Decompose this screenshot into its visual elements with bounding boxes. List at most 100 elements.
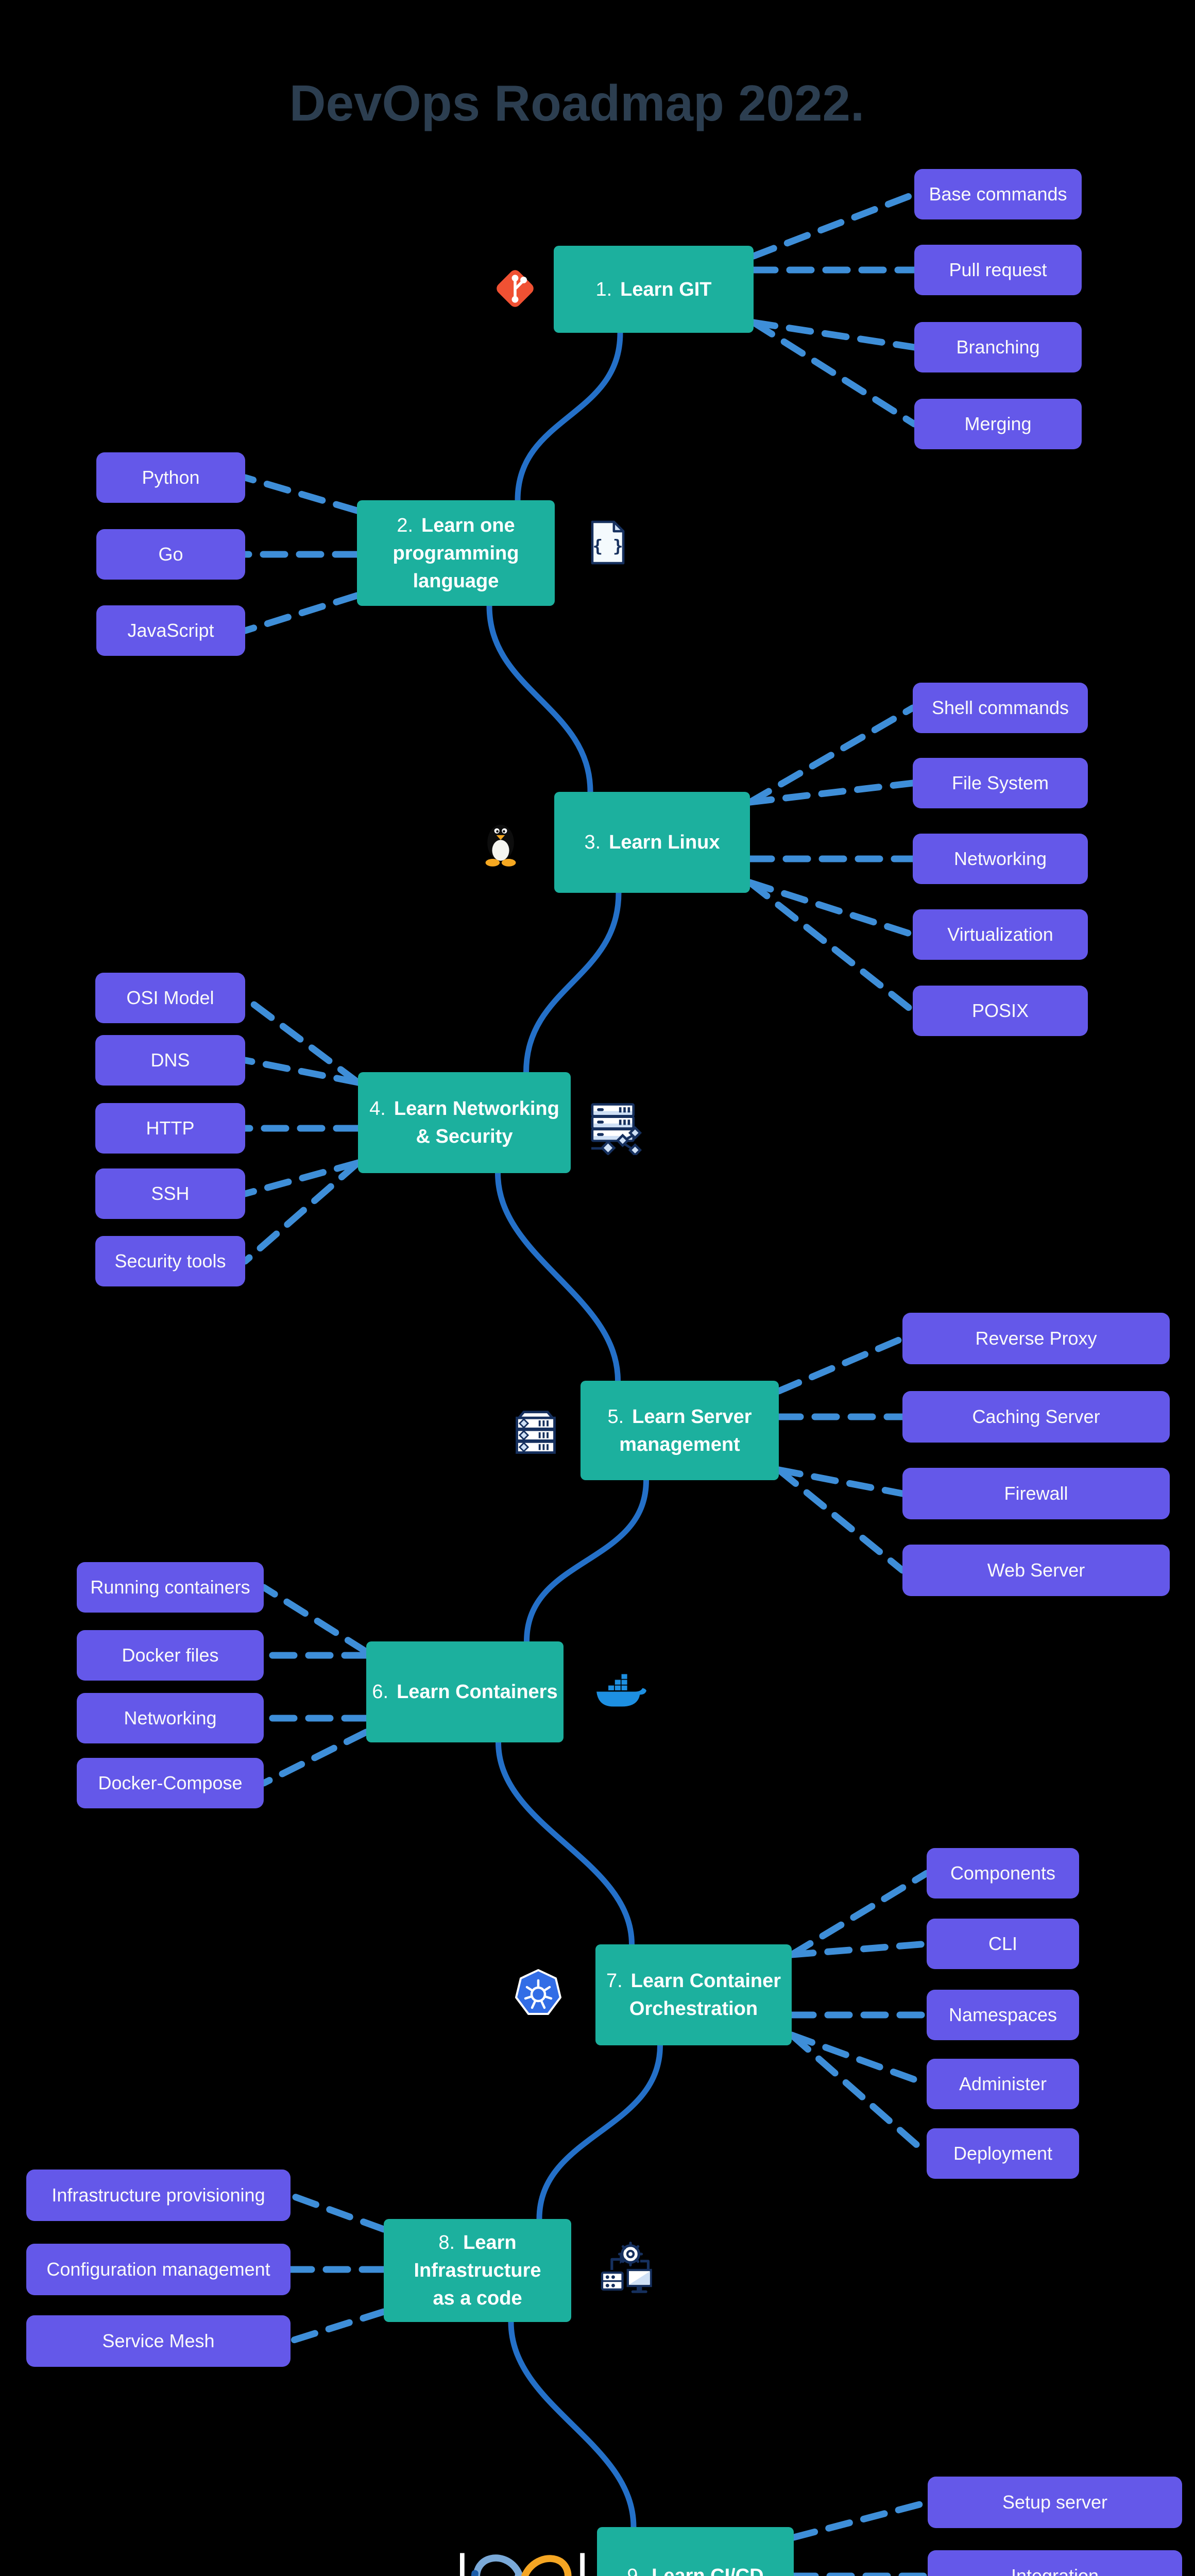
- topic-box: Running containers: [77, 1562, 264, 1613]
- server-stack-icon: [511, 1408, 560, 1458]
- step-title-line: programming: [392, 542, 519, 564]
- topic-box: Virtualization: [913, 909, 1088, 960]
- topic-connector: [242, 1057, 362, 1086]
- step-box-3: 3.Learn Linux: [554, 792, 750, 893]
- step-box-6: 6.Learn Containers: [366, 1641, 564, 1742]
- step-number: 1.: [595, 278, 612, 300]
- topic-box: Namespaces: [927, 1990, 1079, 2040]
- topic-box: Merging: [914, 399, 1082, 449]
- linux-tux-icon: [477, 815, 524, 868]
- topic-connector: [775, 1335, 906, 1395]
- flow-curve: [496, 1739, 635, 1947]
- step-title-text: Learn: [463, 2232, 517, 2253]
- step-title-text: Learn one: [421, 514, 515, 536]
- step-title-text: Learn Networking: [394, 1098, 559, 1120]
- step-number: 7.: [606, 1970, 623, 1992]
- step-title-text: Learn GIT: [620, 278, 712, 300]
- topic-connector: [260, 1584, 370, 1655]
- step-title-text: Learn Linux: [609, 832, 720, 853]
- topic-connector: [260, 1728, 370, 1787]
- topic-connector: [242, 592, 361, 634]
- flow-curve: [486, 603, 593, 795]
- step-title-text: Learn CI/CD: [652, 2565, 764, 2576]
- step-title-line: 1. Learn GIT: [595, 276, 711, 303]
- topic-connector: [788, 2031, 930, 2088]
- topic-box: Administer: [927, 2059, 1079, 2109]
- topic-box: Docker files: [77, 1630, 264, 1681]
- step-title-line: language: [413, 570, 499, 592]
- topic-connector: [242, 994, 362, 1086]
- step-title-line: 2. Learn one: [397, 512, 515, 539]
- code-file-icon: { }: [587, 518, 629, 567]
- topic-box: Branching: [914, 322, 1082, 372]
- topic-box: Go: [96, 529, 245, 580]
- topic-box: SSH: [95, 1168, 245, 1219]
- topic-box: Networking: [77, 1693, 264, 1743]
- page-title: DevOps Roadmap 2022.: [289, 74, 865, 131]
- topic-connector: [746, 879, 916, 938]
- topic-connector: [242, 1159, 362, 1265]
- topic-box: Caching Server: [902, 1391, 1170, 1443]
- topic-box: Integration: [928, 2550, 1182, 2576]
- topic-box: Firewall: [902, 1468, 1170, 1519]
- step-number: 8.: [438, 2232, 455, 2253]
- topic-box: Web Server: [902, 1545, 1170, 1596]
- step-title-line: as a code: [433, 2287, 522, 2309]
- topic-box: HTTP: [95, 1103, 245, 1154]
- flow-curve: [515, 330, 623, 503]
- topic-box: Base commands: [914, 169, 1082, 219]
- flow-curve: [536, 2042, 663, 2222]
- step-title-line: management: [619, 1433, 740, 1455]
- step-title-line: 7.Learn Container: [606, 1967, 781, 1995]
- step-title-line: Infrastructure: [414, 2260, 541, 2281]
- topic-connector: [746, 879, 916, 1014]
- topic-box: DNS: [95, 1035, 245, 1086]
- step-number: 4.: [369, 1098, 386, 1120]
- flow-curve: [508, 2319, 637, 2530]
- topic-connector: [287, 2192, 387, 2233]
- topic-box: POSIX: [913, 986, 1088, 1036]
- topic-box: Pull request: [914, 245, 1082, 295]
- topic-box: File System: [913, 758, 1088, 808]
- topic-connector: [746, 704, 916, 806]
- flow-curve: [523, 890, 622, 1075]
- topic-box: Python: [96, 452, 245, 503]
- step-title-line: 4. Learn Networking: [369, 1095, 559, 1123]
- network-server-icon: [589, 1101, 647, 1157]
- topic-connector: [788, 1940, 930, 1958]
- step-box-4: 4.Learn Networking& Security: [358, 1072, 571, 1173]
- flow-curve: [495, 1170, 621, 1384]
- topic-connector: [287, 2308, 387, 2345]
- topic-box: JavaScript: [96, 605, 245, 656]
- topic-connector: [750, 319, 918, 428]
- topic-box: Infrastructure provisioning: [26, 2170, 291, 2221]
- topic-box: Security tools: [95, 1236, 245, 1286]
- step-number: 6.: [372, 1681, 389, 1703]
- topic-box: CLI: [927, 1919, 1079, 1969]
- topic-connector: [790, 2499, 931, 2541]
- step-number: 5.: [607, 1405, 624, 1428]
- step-number: 2.: [397, 514, 414, 536]
- step-box-9: 9.Learn CI/CD: [597, 2527, 794, 2576]
- topic-connector: [750, 319, 918, 351]
- svg-text:{ }: { }: [592, 536, 623, 556]
- step-title-line: 9.Learn CI/CD: [627, 2562, 763, 2576]
- topic-box: Components: [927, 1848, 1079, 1899]
- topic-box: Shell commands: [913, 683, 1088, 733]
- topic-box: Docker-Compose: [77, 1758, 264, 1808]
- step-box-2: 2. Learn one programming language: [357, 500, 555, 606]
- topic-connector: [242, 474, 361, 514]
- step-title-line: 3.Learn Linux: [584, 828, 720, 856]
- step-title-text: Learn Server: [632, 1405, 752, 1428]
- topic-connector: [750, 191, 918, 260]
- topic-connector: [746, 779, 916, 806]
- git-icon: [491, 265, 539, 312]
- step-box-5: 5. Learn Server management: [581, 1381, 779, 1480]
- topic-connector: [788, 1870, 930, 1958]
- topic-box: Setup server: [928, 2477, 1182, 2528]
- topic-box: Configuration management: [26, 2244, 291, 2295]
- devops-infinity-icon: [460, 2551, 585, 2576]
